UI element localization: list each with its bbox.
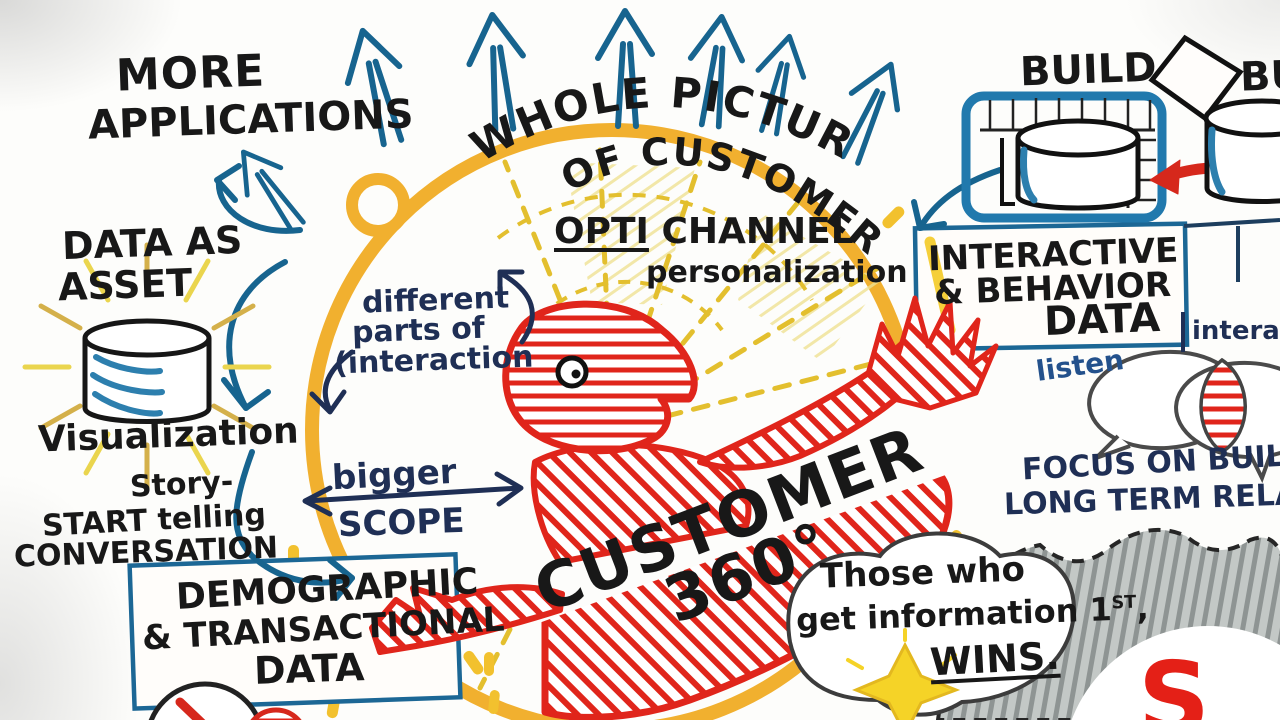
database-icon (82, 318, 212, 424)
bigger-label: bigger (331, 451, 458, 499)
channel-part: CHANNEL (661, 211, 854, 252)
optichannel-label: OPTI CHANNEL (554, 211, 854, 252)
data-as-asset-line1: DATA AS (61, 217, 244, 269)
data-as-asset-line2: ASSET (57, 260, 194, 310)
data-asset-rays (22, 242, 272, 492)
interactive-line3: DATA (1043, 294, 1161, 346)
quote-line2-sup: ST (1111, 592, 1137, 614)
demographic-line3: DATA (253, 645, 366, 693)
more-applications-line2: APPLICATIONS (87, 91, 415, 149)
different-line3: (interaction (333, 339, 534, 382)
personalization-label: personalization (646, 255, 908, 290)
buy-database-icon (1203, 98, 1280, 204)
rotate-arrow-bottom (322, 349, 355, 413)
opti-part: OPTI (554, 211, 649, 252)
quote-line1: Those who (819, 549, 1026, 597)
customer-figure (369, 295, 999, 720)
rotate-arrow-top (499, 271, 535, 345)
quote-line2-comma: , (1135, 588, 1150, 628)
curved-arrows-left (214, 163, 1003, 601)
annotation-arrows (302, 269, 535, 517)
speech-bubbles-icon (1087, 312, 1280, 484)
figure-left-arm (369, 584, 565, 655)
figure-head (502, 300, 698, 455)
story-label: Story- (129, 464, 235, 505)
build-label: BUILD (1019, 44, 1158, 96)
interaction-label: interaction (1192, 316, 1280, 346)
scope-arrow (303, 485, 523, 504)
scope-label: SCOPE (337, 500, 466, 546)
visualization-label: Visualization (37, 410, 300, 461)
star-icon (846, 628, 961, 720)
circle-ornament (346, 173, 410, 237)
figure-right-hand (865, 295, 999, 411)
buy-label: BUY (1239, 51, 1280, 101)
build-database-icon (1015, 118, 1141, 211)
gear-center (1071, 626, 1280, 720)
dollar-s-letter: S (1138, 640, 1211, 720)
more-applications-line1: MORE (115, 45, 266, 102)
interactive-box (912, 218, 1280, 352)
wins-label: WINS. (928, 633, 1061, 685)
bottom-left-partials (148, 681, 302, 720)
